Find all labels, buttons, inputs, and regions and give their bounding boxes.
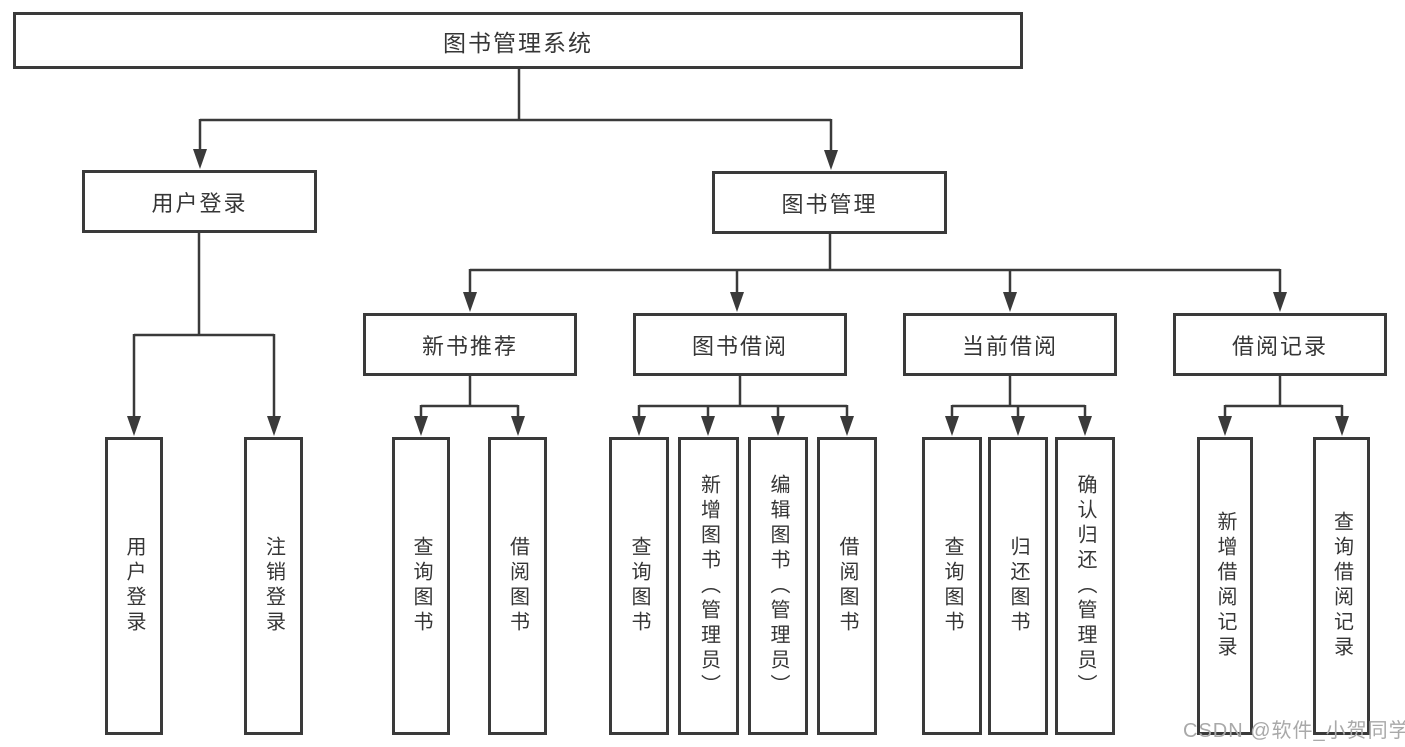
node-label: 新增图书（管理员） xyxy=(697,473,720,699)
connector-records-children xyxy=(1218,376,1349,436)
node-user-login-action: 用户登录 xyxy=(105,437,163,735)
node-borrow-query-books: 查询图书 xyxy=(609,437,669,735)
node-current-query-books: 查询图书 xyxy=(922,437,982,735)
connector-book-mgmt-sections xyxy=(463,234,1287,312)
node-root: 图书管理系统 xyxy=(13,12,1023,69)
node-label: 归还图书 xyxy=(1007,536,1029,636)
node-records-query-borrow-record: 查询借阅记录 xyxy=(1313,437,1370,735)
node-label: 编辑图书（管理员） xyxy=(767,473,789,699)
node-current-return-books: 归还图书 xyxy=(988,437,1048,735)
node-label: 借阅图书 xyxy=(506,536,529,636)
node-records-add-borrow-record: 新增借阅记录 xyxy=(1197,437,1253,735)
node-newbook-query-books: 查询图书 xyxy=(392,437,450,735)
node-label: 用户登录 xyxy=(123,536,145,636)
node-logout-action: 注销登录 xyxy=(244,437,303,735)
connector-root-to-level2 xyxy=(193,69,838,170)
connector-current-children xyxy=(945,376,1092,436)
node-label: 查询借阅记录 xyxy=(1330,511,1353,661)
node-newbook-borrow-books: 借阅图书 xyxy=(488,437,547,735)
node-current-confirm-return-admin: 确认归还（管理员） xyxy=(1055,437,1115,735)
node-new-book-recommend: 新书推荐 xyxy=(363,313,577,376)
connector-borrow-children xyxy=(632,376,854,436)
watermark: CSDN @软件_小贺同学 xyxy=(1183,720,1405,742)
node-borrow-records: 借阅记录 xyxy=(1173,313,1387,376)
connector-newbook-children xyxy=(414,376,525,436)
node-label: 注销登录 xyxy=(262,536,285,636)
node-label: 查询图书 xyxy=(628,536,650,636)
node-borrow-add-books-admin: 新增图书（管理员） xyxy=(678,437,739,735)
node-label: 确认归还（管理员） xyxy=(1074,473,1096,699)
node-borrow-borrow-books: 借阅图书 xyxy=(817,437,877,735)
node-book-management: 图书管理 xyxy=(712,171,947,234)
node-label: 借阅图书 xyxy=(836,536,858,636)
node-current-borrow: 当前借阅 xyxy=(903,313,1117,376)
node-label: 新增借阅记录 xyxy=(1214,511,1236,661)
node-label: 查询图书 xyxy=(410,536,432,636)
node-user-login: 用户登录 xyxy=(82,170,317,233)
node-label: 查询图书 xyxy=(941,536,963,636)
node-book-borrow: 图书借阅 xyxy=(633,313,847,376)
node-borrow-edit-books-admin: 编辑图书（管理员） xyxy=(748,437,808,735)
connector-user-login-children xyxy=(127,233,281,436)
